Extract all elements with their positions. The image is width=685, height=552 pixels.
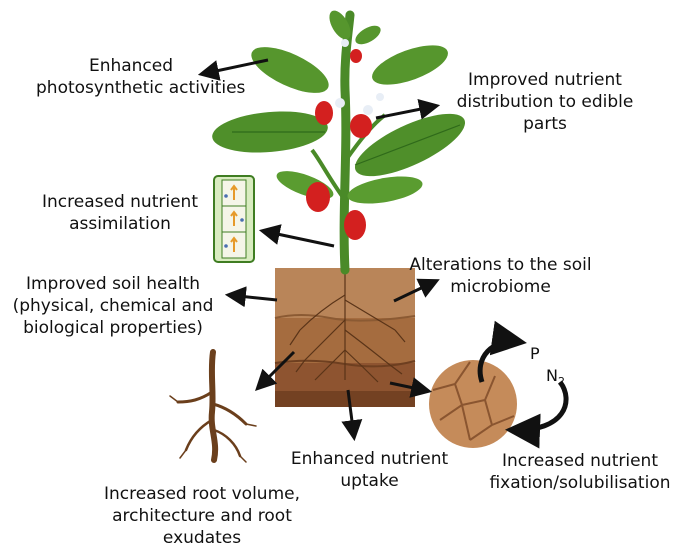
nitrogen-symbol: N: [546, 366, 558, 385]
arrow-photosynthesis: [197, 58, 269, 81]
plant-leaves: [212, 10, 466, 204]
arrow-uptake: [341, 389, 363, 442]
label-root: Increased root volume,architecture and r…: [103, 484, 300, 548]
arrow-microbiome: [393, 278, 440, 303]
soil-aggregate-icon: [429, 360, 517, 448]
nutrient-cycle-arrows: [477, 320, 569, 449]
pointer-arrows: [197, 58, 441, 442]
arrow-soil-health: [224, 286, 278, 308]
soil-roots: [289, 270, 406, 383]
vascular-tissue-icon: [213, 175, 255, 263]
arrow-assimilation: [258, 224, 335, 248]
nitrogen-label: N2: [546, 366, 565, 388]
soil-block: [274, 268, 416, 407]
arrow-distribution: [375, 98, 441, 120]
arrow-root: [255, 350, 296, 391]
arrow-fixation: [389, 377, 433, 398]
phosphorus-label: P: [530, 344, 540, 363]
plant-peppers: [306, 39, 384, 240]
root-system-icon: [169, 349, 257, 463]
label-soil-health: Improved soil health(physical, chemical …: [12, 274, 214, 338]
nitrogen-subscript: 2: [557, 375, 565, 389]
